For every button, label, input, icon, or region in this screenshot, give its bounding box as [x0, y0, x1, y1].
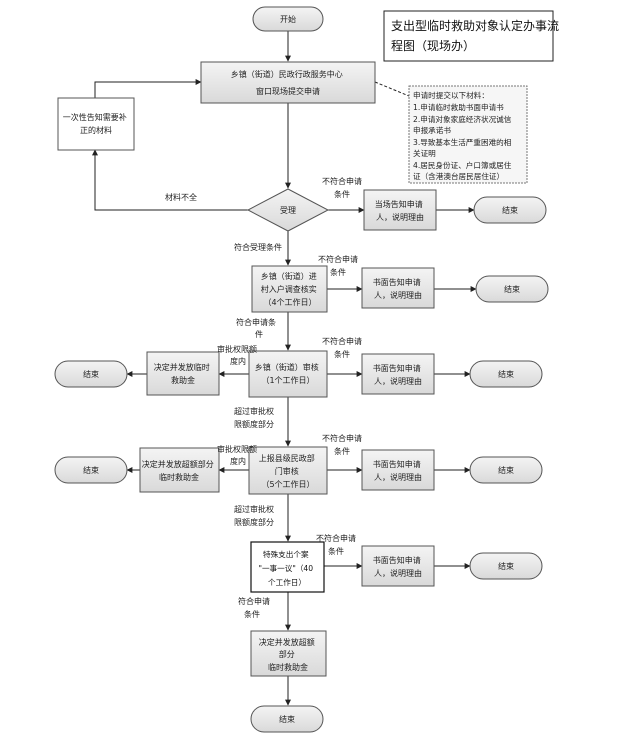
special-case-box: 特殊支出个案 "一事一议"（40 个工作日） — [250, 541, 325, 593]
svg-text:结束: 结束 — [279, 714, 295, 724]
service-center-label: 乡镇（街道）民政行政服务中心 窗口现场提交申请 — [231, 69, 346, 96]
edges — [92, 31, 477, 706]
written-notify-box-4: 书面告知申请 人，说明理由 — [361, 545, 435, 587]
svg-text:决定并发放临时 救助金: 决定并发放临时 救助金 — [154, 362, 213, 385]
svg-text:结束: 结束 — [498, 561, 514, 571]
investigate-label: 乡镇（街道）进 村入户调查核实 （4个工作日） — [261, 271, 320, 307]
svg-text:书面告知申请 人，说明理由: 书面告知申请 人，说明理由 — [373, 363, 424, 386]
county-review-box: 上报县级民政部 门审核 （5个工作日） — [248, 446, 328, 495]
grant-special-box: 决定并发放超额 部分 临时救助金 — [250, 630, 327, 677]
end-node-4: 结束 — [54, 360, 128, 388]
end-node-3: 结束 — [469, 360, 543, 388]
grant-town-box: 决定并发放临时 救助金 — [146, 351, 220, 396]
written-notify-box-2: 书面告知申请 人，说明理由 — [361, 353, 435, 395]
svg-text:决定并发放超额 部分 临时救助金: 决定并发放超额 部分 临时救助金 — [259, 637, 318, 672]
label-not-eligible-1: 不符合申请 条件 — [322, 176, 365, 199]
svg-text:结束: 结束 — [83, 465, 99, 475]
label-eligible-apply-2: 符合申请 条件 — [238, 596, 273, 619]
label-within-limit-2: 审批权限额 度内 — [217, 444, 260, 466]
end-node-8: 结束 — [250, 705, 324, 733]
svg-text:决定并发放超额部分 临时救助金: 决定并发放超额部分 临时救助金 — [142, 459, 217, 482]
svg-text:结束: 结束 — [498, 369, 514, 379]
onsite-notify-box: 当场告知申请 人，说明理由 — [363, 189, 437, 231]
end-node-6: 结束 — [54, 456, 128, 484]
start-node: 开始 — [252, 6, 324, 32]
grant-county-box: 决定并发放超额部分 临时救助金 — [139, 447, 220, 493]
investigate-box: 乡镇（街道）进 村入户调查核实 （4个工作日） — [251, 265, 328, 313]
svg-text:结束: 结束 — [502, 205, 518, 215]
label-not-eligible-4: 不符合申请 条件 — [322, 433, 365, 456]
town-review-label: 乡镇（街道）审核 （1个工作日） — [255, 362, 322, 385]
onsite-notify-label: 当场告知申请 人，说明理由 — [375, 199, 426, 222]
svg-text:书面告知申请 人，说明理由: 书面告知申请 人，说明理由 — [373, 277, 424, 300]
notify-once-label: 一次性告知需要补 正的材料 — [63, 112, 130, 135]
county-review-label: 上报县级民政部 门审核 （5个工作日） — [259, 453, 318, 489]
accept-decision: 受理 — [246, 188, 330, 232]
svg-text:结束: 结束 — [504, 284, 520, 294]
svg-text:书面告知申请 人，说明理由: 书面告知申请 人，说明理由 — [373, 459, 424, 482]
materials-note: 申请时提交以下材料： 1.申请临时救助书面申请书 2.申请对象家庭经济状况诚信 … — [408, 85, 528, 184]
end-node-7: 结束 — [469, 552, 543, 580]
title-text: 支出型临时救助对象认定办事流 程图（现场办） — [391, 18, 563, 53]
label-not-eligible-3: 不符合申请 条件 — [322, 336, 365, 359]
svg-text:书面告知申请 人，说明理由: 书面告知申请 人，说明理由 — [373, 555, 424, 578]
special-case-label: 特殊支出个案 "一事一议"（40 个工作日） — [258, 549, 315, 587]
end-node-5: 结束 — [469, 456, 543, 484]
label-materials-incomplete: 材料不全 — [165, 192, 197, 202]
label-over-limit-1: 超过审批权 限额度部分 — [234, 406, 277, 429]
label-not-eligible-2: 不符合申请 条件 — [318, 254, 361, 277]
service-center-box: 乡镇（街道）民政行政服务中心 窗口现场提交申请 — [200, 61, 376, 104]
accept-label: 受理 — [280, 205, 296, 215]
town-review-box: 乡镇（街道）审核 （1个工作日） — [248, 350, 328, 398]
svg-text:结束: 结束 — [83, 369, 99, 379]
label-over-limit-2: 超过审批权 限额度部分 — [234, 504, 277, 527]
end-node-2: 结束 — [475, 275, 549, 303]
written-notify-box-1: 书面告知申请 人，说明理由 — [361, 267, 435, 309]
notify-once-box: 一次性告知需要补 正的材料 — [57, 97, 135, 151]
svg-text:结束: 结束 — [498, 465, 514, 475]
label-eligible-apply: 符合申请条 件 — [236, 317, 279, 339]
title-box — [383, 10, 554, 62]
label-within-limit-1: 审批权限额 度内 — [217, 344, 260, 366]
label-not-eligible-5: 不符合申请 条件 — [316, 533, 359, 556]
materials-text: 申请时提交以下材料： 1.申请临时救助书面申请书 2.申请对象家庭经济状况诚信 … — [413, 90, 514, 181]
end-node-1: 结束 — [473, 196, 547, 224]
start-label: 开始 — [280, 14, 296, 24]
edge-labels: 材料不全 不符合申请 条件 符合受理条件 不符合申请 条件 符合申请条 件 不符… — [165, 176, 365, 619]
label-eligible-accept: 符合受理条件 — [234, 242, 282, 252]
written-notify-box-3: 书面告知申请 人，说明理由 — [361, 449, 435, 491]
